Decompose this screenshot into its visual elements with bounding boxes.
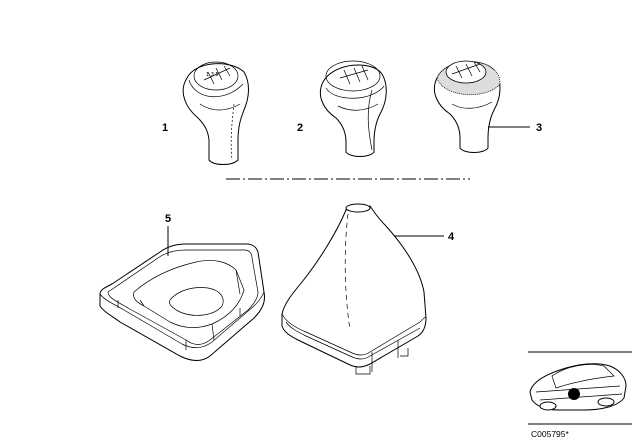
callout-4: 4 xyxy=(448,231,455,243)
callout-5: 5 xyxy=(165,213,171,225)
gear-knob-2 xyxy=(319,60,387,157)
callout-2: 2 xyxy=(297,122,303,134)
shift-frame-5 xyxy=(99,243,265,361)
gear-knob-1: 1 3 5 xyxy=(182,61,249,165)
shift-pattern-icon-2 xyxy=(339,65,369,85)
shift-pattern-icon-1: 1 3 5 xyxy=(203,65,231,85)
shift-pattern-icon-3 xyxy=(451,61,481,79)
car-location-inset: C005795* xyxy=(528,351,632,439)
gear-boot-4 xyxy=(281,203,427,375)
location-marker-icon xyxy=(568,388,580,400)
callout-1: 1 xyxy=(162,122,168,134)
callout-3: 3 xyxy=(536,122,542,134)
gear-knob-3 xyxy=(433,60,501,153)
car-silhouette-icon xyxy=(529,363,627,411)
diagram-code: C005795* xyxy=(531,429,570,439)
svg-text:1 3 5: 1 3 5 xyxy=(206,72,219,78)
